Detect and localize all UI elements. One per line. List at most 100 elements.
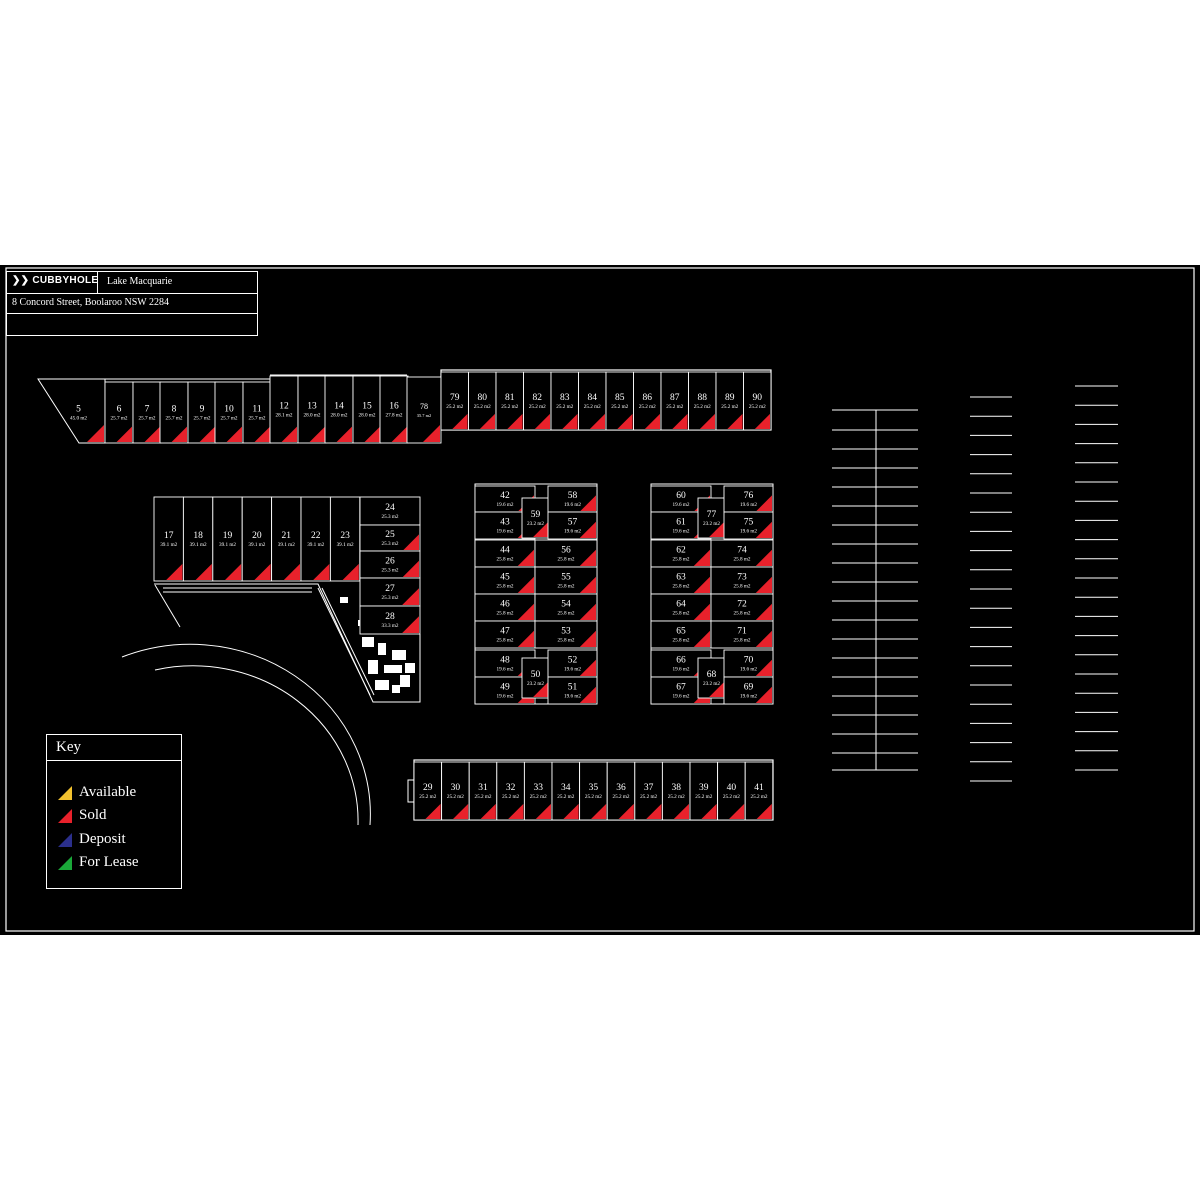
status-marker (535, 803, 551, 819)
site-fixture (368, 660, 378, 674)
unit-area: 25.8 m2 (496, 584, 513, 590)
site-fixture (378, 643, 386, 655)
unit-area: 19.6 m2 (564, 694, 581, 700)
unit-area: 19.6 m2 (496, 694, 513, 700)
unit-number: 45 (500, 573, 510, 583)
unit-7[interactable]: 725.7 m2 (132, 381, 162, 444)
unit-outline (743, 371, 772, 431)
status-marker (579, 659, 596, 676)
status-marker (580, 495, 596, 511)
unit-5[interactable]: 545.0 m2 (70, 405, 104, 443)
unit-8[interactable]: 825.7 m2 (159, 381, 189, 444)
unit-outline (359, 496, 421, 526)
unit-9[interactable]: 925.7 m2 (187, 381, 217, 444)
unit-6[interactable]: 625.7 m2 (104, 381, 134, 444)
unit-number: 13 (307, 402, 317, 412)
status-marker (254, 426, 270, 442)
unit-area: 19.6 m2 (496, 529, 513, 535)
unit-area: 25.2 m2 (749, 404, 766, 410)
status-marker (591, 803, 607, 819)
unit-area: 25.2 m2 (695, 794, 712, 800)
unit-number: 6 (117, 405, 122, 415)
unit-number: 60 (676, 491, 686, 501)
unit-area: 19.6 m2 (740, 529, 757, 535)
unit-outline (359, 577, 421, 607)
